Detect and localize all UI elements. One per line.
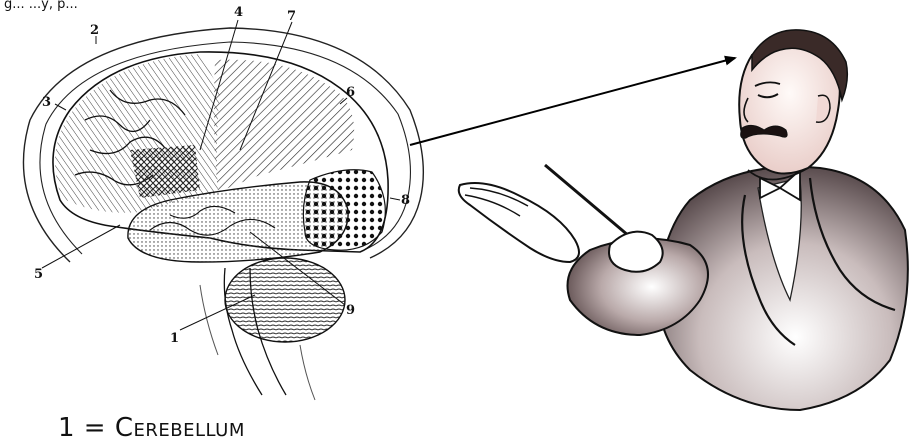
caption-cerebellum: 1 = Cerebellum: [58, 413, 245, 443]
occipital-region: [303, 170, 385, 250]
hand-left: [459, 183, 579, 262]
crosshatch-region: [130, 145, 200, 198]
region-label-8: 8: [401, 193, 410, 208]
region-label-1: 1: [170, 331, 179, 346]
region-label-5: 5: [34, 267, 43, 282]
brain-to-conductor-arrow: [410, 58, 735, 145]
conductor-illustration: [459, 30, 908, 410]
region-label-2: 2: [90, 23, 99, 38]
region-label-4: 4: [234, 5, 243, 20]
brain-illustration: 1 2 3 4 5 6 7 8 9: [23, 5, 423, 400]
region-label-7: 7: [287, 9, 296, 24]
cerebellum: [225, 258, 345, 342]
region-label-3: 3: [42, 95, 51, 110]
region-label-9: 9: [346, 303, 355, 318]
leader-8: [390, 198, 400, 200]
hand-right: [609, 232, 663, 272]
region-label-6: 6: [346, 85, 355, 100]
leader-5: [42, 225, 120, 268]
